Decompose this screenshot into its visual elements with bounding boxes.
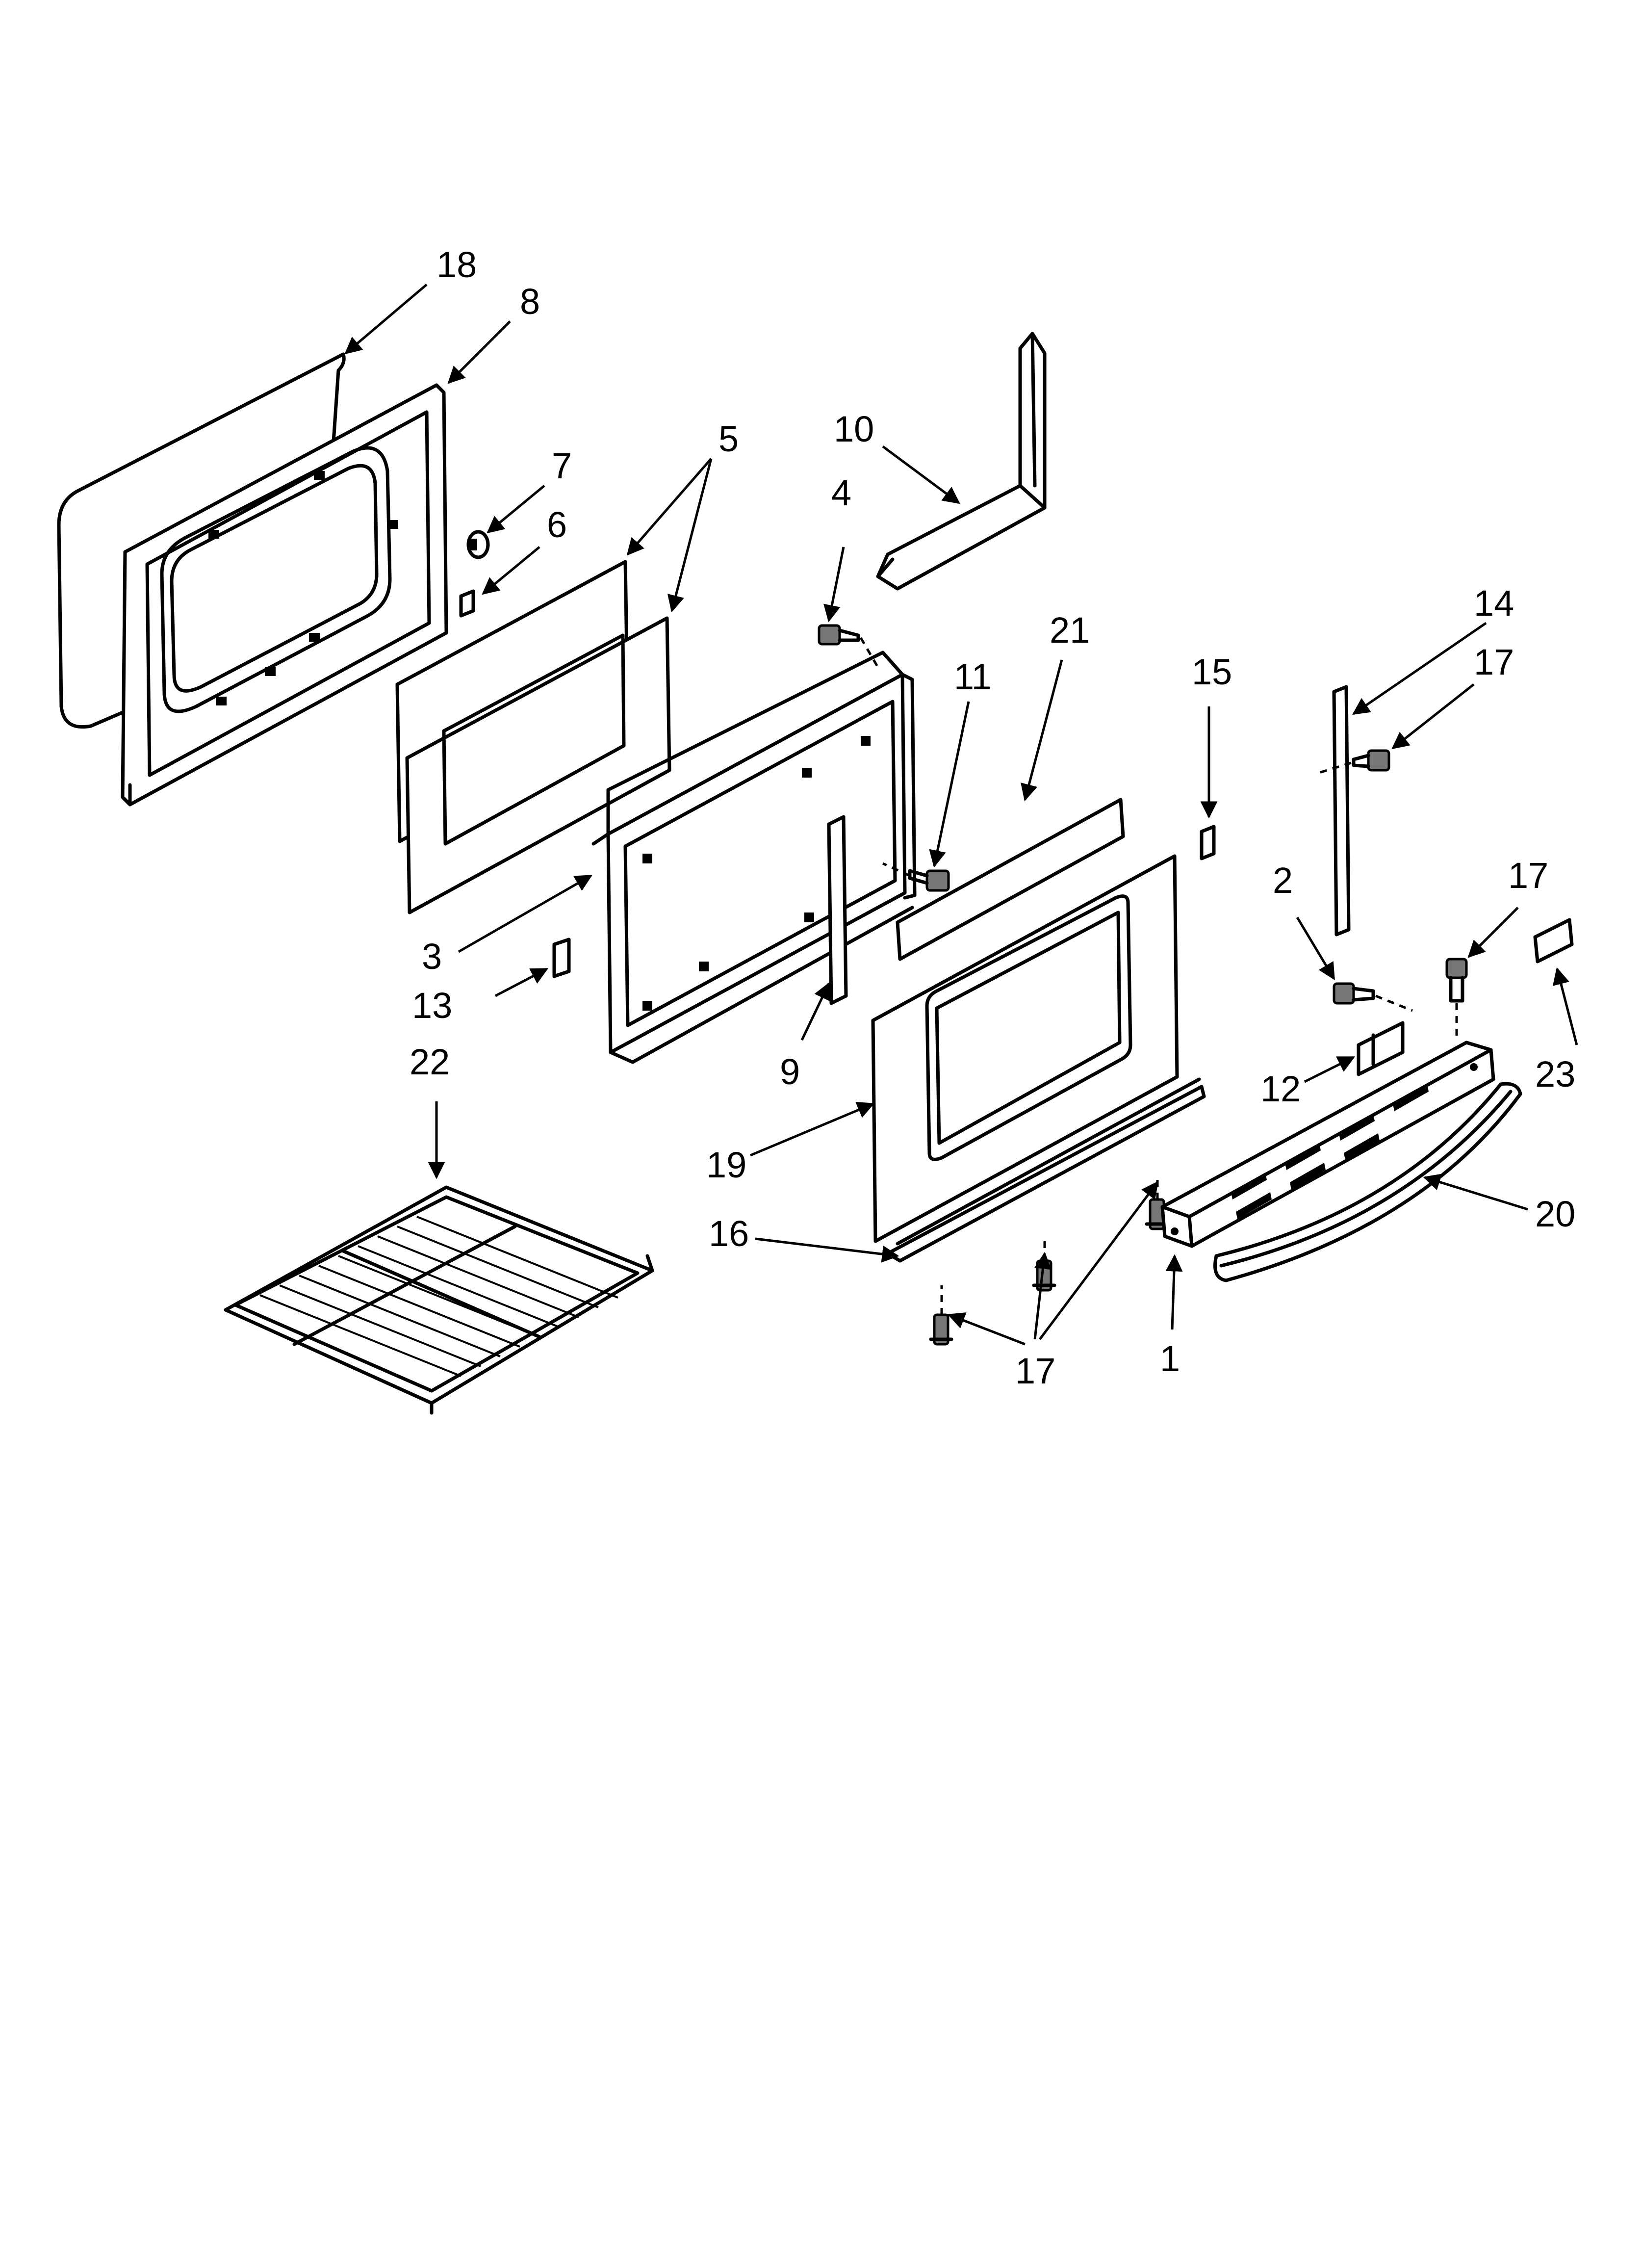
door-strip-9 — [827, 815, 848, 1005]
inner-door-frame-8 — [121, 383, 448, 807]
screw-17-side — [1319, 749, 1390, 774]
bolt-2 — [1333, 982, 1413, 1012]
door-block-6 — [459, 589, 475, 618]
door-trim-21 — [896, 798, 1125, 961]
callout-17-bottom: 17 — [1015, 1351, 1055, 1391]
callout-19: 19 — [706, 1145, 746, 1185]
bracket-12 — [1357, 1021, 1405, 1076]
callout-4: 4 — [831, 472, 851, 513]
callout-9: 9 — [780, 1051, 800, 1092]
label-13 — [552, 938, 571, 978]
oven-rack-22 — [224, 1185, 654, 1415]
callout-8: 8 — [520, 281, 540, 322]
callout-20: 20 — [1535, 1194, 1575, 1234]
callout-13: 13 — [412, 985, 452, 1026]
screw-17-handle — [1445, 958, 1468, 1040]
callout-18: 18 — [436, 244, 477, 285]
callout-15: 15 — [1192, 652, 1232, 692]
label-15 — [1200, 825, 1216, 860]
leader-lines — [344, 284, 1578, 1346]
screws-17-door — [929, 1175, 1169, 1346]
outer-door-panel-19 — [871, 854, 1179, 1243]
callout-3: 3 — [422, 936, 442, 977]
callout-6: 6 — [547, 504, 567, 545]
callout-11: 11 — [954, 656, 992, 697]
callout-10: 10 — [834, 409, 874, 449]
callout-labels: 18 8 10 5 7 6 4 21 14 17 11 15 2 17 3 13… — [410, 244, 1575, 1391]
door-handle-20 — [1213, 1082, 1522, 1282]
screw-4 — [818, 624, 879, 668]
hinge-bushing-7 — [466, 530, 490, 559]
callout-5: 5 — [718, 418, 739, 459]
side-rail-14 — [1332, 685, 1351, 937]
door-gasket-18 — [57, 352, 346, 729]
callout-14: 14 — [1474, 583, 1514, 624]
glass-panes-5 — [395, 560, 671, 914]
screw-11 — [882, 862, 950, 892]
label-23 — [1533, 918, 1574, 964]
callout-7: 7 — [552, 445, 572, 486]
callout-1: 1 — [1160, 1338, 1180, 1379]
door-liner-3 — [591, 651, 917, 1064]
callout-23: 23 — [1535, 1054, 1575, 1095]
callout-17-top: 17 — [1474, 642, 1514, 682]
handle-base-1 — [1160, 1041, 1495, 1248]
callout-17-right: 17 — [1508, 855, 1548, 896]
callout-12: 12 — [1260, 1069, 1301, 1109]
vent-duct-10 — [876, 332, 1047, 591]
callout-21: 21 — [1050, 610, 1090, 651]
callout-16: 16 — [709, 1213, 749, 1254]
callout-2: 2 — [1273, 860, 1293, 901]
callout-22: 22 — [410, 1042, 450, 1082]
